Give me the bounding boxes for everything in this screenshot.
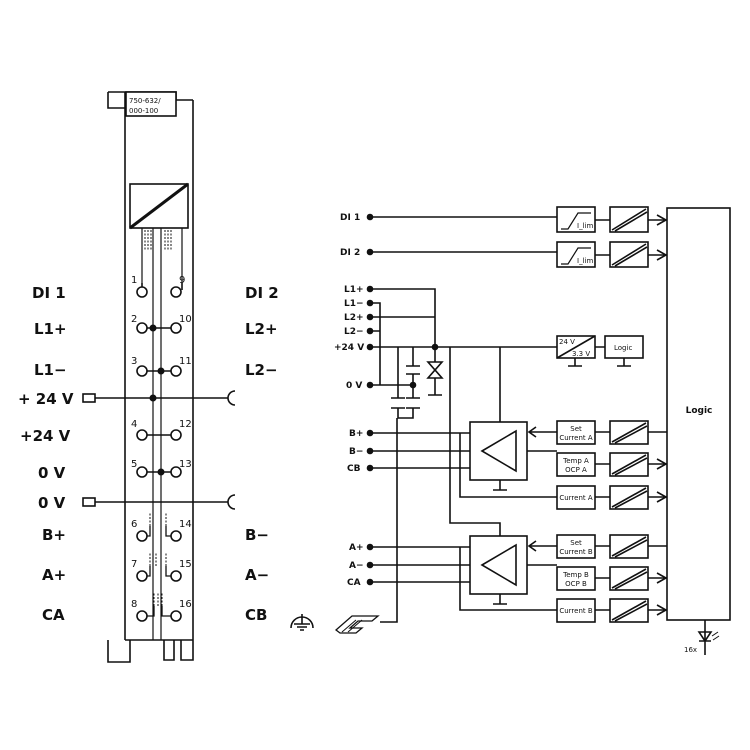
terminal-number: 15 bbox=[179, 559, 192, 570]
terminal-number: 14 bbox=[179, 519, 192, 530]
terminal-number: 9 bbox=[179, 275, 185, 286]
terminal-label: L2− bbox=[245, 361, 278, 379]
pin-label: 0 V bbox=[346, 381, 362, 391]
set-current-b-label: Current B bbox=[559, 548, 593, 556]
ocp-b-label: OCP B bbox=[565, 580, 587, 588]
terminal-label: B− bbox=[245, 526, 269, 544]
terminal-label: CA bbox=[42, 606, 65, 624]
terminal-label: + 24 V bbox=[18, 390, 74, 408]
pin-label: CA bbox=[347, 578, 361, 588]
pin-label: A− bbox=[349, 561, 364, 571]
pin-label: A+ bbox=[349, 543, 364, 553]
pin-label: B− bbox=[349, 447, 363, 457]
terminal-number: 4 bbox=[131, 419, 137, 430]
terminal-label: 0 V bbox=[38, 494, 66, 512]
terminal-label: A+ bbox=[42, 566, 66, 584]
temp-a-label: Temp A bbox=[562, 457, 589, 465]
terminals: 1 2 3 4 5 6 7 8 9 10 11 12 13 14 15 16 bbox=[131, 275, 192, 622]
pin-label: DI 1 bbox=[340, 213, 360, 223]
logic-block-label: Logic bbox=[686, 406, 713, 416]
terminal-24v-connector-icon bbox=[82, 393, 96, 403]
terminal-number: 3 bbox=[131, 356, 137, 367]
terminal-label: L1+ bbox=[34, 320, 67, 338]
small-logic-box bbox=[604, 335, 644, 359]
din-rail-icon bbox=[334, 615, 380, 634]
terminal-0v-connector-icon bbox=[82, 497, 96, 507]
part-number-line2: 000-100 bbox=[129, 107, 158, 115]
pin-label: B+ bbox=[349, 429, 363, 439]
small-logic-label: Logic bbox=[614, 344, 632, 352]
terminal-label: 0 V bbox=[38, 464, 66, 482]
current-limiter-di1: I_lim bbox=[556, 206, 596, 233]
svg-text:3.3 V: 3.3 V bbox=[572, 350, 590, 358]
tvs-diode-icon bbox=[426, 361, 444, 379]
ocp-a-label: OCP A bbox=[565, 466, 587, 474]
driver-b bbox=[469, 535, 528, 595]
set-current-b-label: Set bbox=[570, 539, 582, 547]
terminal-number: 7 bbox=[131, 559, 137, 570]
terminal-number: 2 bbox=[131, 314, 137, 325]
pin-label: L2− bbox=[344, 327, 364, 337]
terminal-number: 11 bbox=[179, 356, 192, 367]
terminal-label: +24 V bbox=[20, 427, 71, 445]
pin-label: L1+ bbox=[344, 285, 364, 295]
pin-label: L1− bbox=[344, 299, 364, 309]
terminal-number: 1 bbox=[131, 275, 137, 286]
svg-text:I_lim: I_lim bbox=[577, 257, 593, 265]
current-b-label: Current B bbox=[559, 607, 593, 615]
part-number-line1: 750-632/ bbox=[129, 97, 161, 105]
set-current-a-label: Current A bbox=[559, 434, 593, 442]
pin-label: CB bbox=[347, 464, 361, 474]
svg-text:24 V: 24 V bbox=[559, 338, 575, 346]
pin-label: +24 V bbox=[334, 343, 364, 353]
dc-dc-converter: 24 V 3.3 V bbox=[556, 335, 596, 359]
terminal-label: CB bbox=[245, 606, 267, 624]
terminal-label: L2+ bbox=[245, 320, 278, 338]
module-drawing: 750-632/ 000-100 1 2 3 bbox=[18, 91, 314, 663]
terminal-label: DI 2 bbox=[245, 284, 279, 302]
terminal-number: 13 bbox=[179, 459, 192, 470]
optocouplers bbox=[609, 206, 649, 623]
terminal-label: DI 1 bbox=[32, 284, 66, 302]
block-schematic: DI 1 DI 2 L1+ L1− L2+ L2− +24 V 0 V B+ B… bbox=[334, 206, 731, 655]
terminal-label: L1− bbox=[34, 361, 67, 379]
current-a-label: Current A bbox=[559, 494, 593, 502]
set-current-a-label: Set bbox=[570, 425, 582, 433]
terminal-number: 16 bbox=[179, 599, 192, 610]
current-limiter-di2: I_lim bbox=[556, 241, 596, 268]
status-led-icon bbox=[697, 631, 720, 643]
led-count-label: 16x bbox=[684, 646, 697, 654]
power-jumper-contact-icon bbox=[227, 390, 236, 510]
part-number-label bbox=[125, 91, 177, 117]
svg-text:I_lim: I_lim bbox=[577, 222, 593, 230]
temp-b-label: Temp B bbox=[562, 571, 589, 579]
terminal-number: 12 bbox=[179, 419, 192, 430]
protective-earth-icon bbox=[290, 614, 314, 631]
terminal-number: 8 bbox=[131, 599, 137, 610]
logic-block bbox=[666, 207, 731, 621]
pin-label: L2+ bbox=[344, 313, 364, 323]
terminal-number: 6 bbox=[131, 519, 137, 530]
driver-a bbox=[469, 421, 528, 481]
pin-label: DI 2 bbox=[340, 248, 360, 258]
terminal-label: B+ bbox=[42, 526, 66, 544]
terminal-number: 10 bbox=[179, 314, 192, 325]
terminal-number: 5 bbox=[131, 459, 137, 470]
terminal-label: A− bbox=[245, 566, 269, 584]
